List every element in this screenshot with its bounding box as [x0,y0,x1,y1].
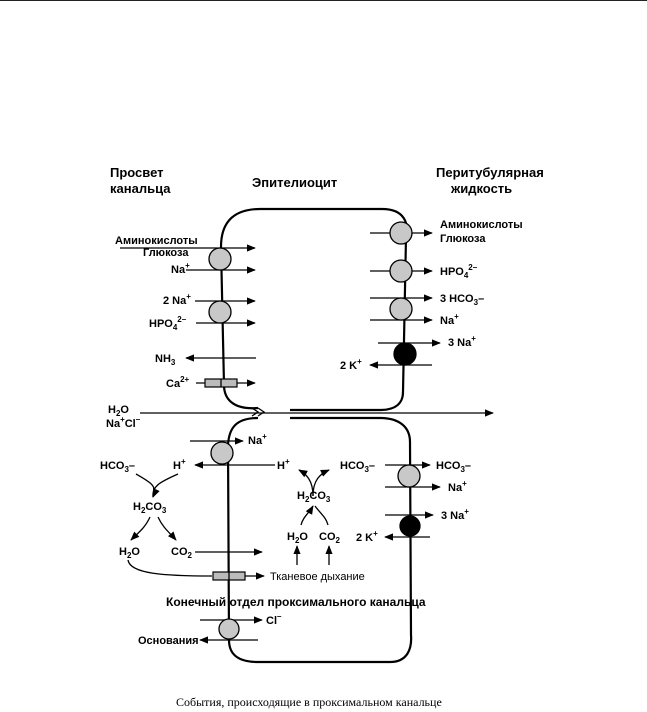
upper-cell-membrane [219,207,408,412]
header-cell: Эпителиоцит [252,175,337,190]
label-nacl-paracellular: Na+Cl– [106,415,141,430]
label-glucose-apical: Глюкоза [143,247,189,259]
arrow-h2co3-to-hco3 [312,469,330,497]
label-h2co3-mid: H2CO3 [297,490,331,504]
glucose-na-symporter [208,247,232,271]
label-2k-baso: 2 K+ [340,357,362,372]
label-amino-acids-apical: Аминокислоты [115,235,198,247]
label-hco3-mid: HCO3– [340,460,375,474]
lower-cell-membrane [226,416,413,664]
label-tissue-respiration: Тканевое дыхание [270,571,365,583]
label-h-right: H+ [277,457,290,472]
section-title: Конечный отдел проксимального канальца [166,595,426,609]
label-ca: Ca2+ [166,375,190,390]
label-3na-lower: 3 Na+ [441,507,469,522]
arrow-h2o-to-channel [127,559,213,577]
na-k-atpase-pump [393,342,417,366]
label-h2o-paracellular: H2O [108,404,129,418]
label-cl: Cl– [266,612,282,627]
figure-caption: События, происходящие в проксимальном ка… [176,695,442,709]
label-na-lower: Na+ [248,432,267,447]
header-peritubular-line1: Перитубулярная [436,165,544,180]
na-phosphate-symporter [208,300,232,324]
arrow-hco3-combine [135,473,160,498]
label-h2co3-left: H2CO3 [133,501,167,515]
header-lumen-line1: Просвет [110,165,164,180]
label-hpo4-apical: HPO42– [149,315,187,332]
label-hpo4-baso: HPO42– [440,263,478,280]
label-h2o-mid: H2O [287,531,308,545]
label-3hco3-baso: 3 HCO3– [440,293,484,307]
label-hco3-baso-lower: HCO3– [436,460,471,474]
header-peritubular-line2: жидкость [450,181,512,196]
label-2na-apical: 2 Na+ [163,292,191,307]
amino-acid-uniporter [389,221,413,245]
arrow-to-co2-left [157,516,177,541]
arrow-co2-to-h2co3 [314,505,329,526]
arrow-h2o-to-h2co3 [300,505,314,526]
label-co2-left: CO2 [171,546,193,560]
label-na-baso: Na+ [440,312,459,327]
label-na-baso-lower: Na+ [448,479,467,494]
label-na-apical: Na+ [171,261,190,276]
na-h-exchanger [210,441,234,465]
label-h2o-left: H2O [119,546,140,560]
cl-base-exchanger [218,618,240,640]
na-bicarbonate-cotransporter [389,297,413,321]
tight-junction [251,407,266,417]
label-co2-mid: CO2 [319,531,341,545]
label-3na-baso: 3 Na+ [448,334,476,349]
na-k-atpase-pump-lower [399,515,421,537]
label-nh3: NH3 [155,353,176,367]
phosphate-transporter [389,259,413,283]
arrow-h-combine [152,473,179,498]
na-bicarbonate-cotransporter-lower [397,464,421,488]
label-glucose-baso: Глюкоза [440,233,486,245]
arrow-to-h2o-left [130,516,151,541]
label-bases: Основания [138,635,199,647]
label-hco3-left: HCO3– [100,460,135,474]
header-lumen-line2: канальца [110,181,171,196]
label-amino-acids-baso: Аминокислоты [440,219,523,231]
top-rule [0,0,647,1]
label-h-left: H+ [173,457,186,472]
label-2k-lower: 2 K+ [356,529,378,544]
